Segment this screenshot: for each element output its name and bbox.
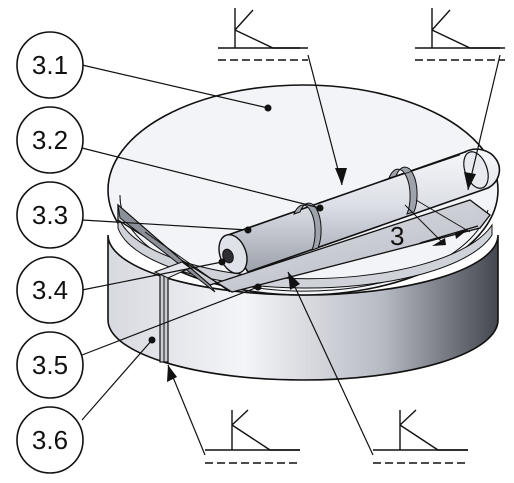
dimension-label: 3 (390, 221, 404, 251)
callout-3-6: 3.6 (16, 406, 84, 474)
dot-3-2 (316, 204, 324, 212)
callout-3-4: 3.4 (16, 256, 84, 324)
dot-3-4 (218, 258, 226, 266)
dot-3-3 (244, 226, 252, 234)
arrowheads (167, 168, 476, 382)
leader-top-middle (307, 54, 343, 186)
callout-3-4-label: 3.4 (32, 275, 68, 305)
surface-finish-symbol-top-right (415, 8, 505, 61)
leader-3-6 (81, 339, 153, 421)
leader-top-right (467, 54, 501, 191)
leader-lines (81, 54, 501, 456)
callout-3-2: 3.2 (16, 106, 84, 174)
dimension-extension-2 (415, 199, 471, 233)
leader-bottom-right (287, 271, 374, 456)
groove-wall (117, 203, 216, 293)
callout-3-6-label: 3.6 (32, 425, 68, 455)
surface-finish-symbol-bottom-left (205, 409, 300, 464)
callout-3-5-label: 3.5 (32, 350, 68, 380)
leader-3-2 (81, 147, 321, 209)
dot-3-6 (148, 336, 156, 344)
leader-dots (148, 104, 324, 344)
leader-3-5 (81, 286, 259, 356)
dimension-extension-1 (404, 204, 446, 246)
callout-3-1-label: 3.1 (32, 50, 68, 80)
arrowhead-bottom-right (288, 272, 300, 290)
surface-finish-symbol-bottom-right (373, 409, 468, 464)
shaft-seam (317, 154, 461, 204)
dimension-arrow-1 (432, 238, 446, 246)
disc-side-wall (107, 234, 499, 381)
callout-3-3-label: 3.3 (32, 200, 68, 230)
groove-edge (144, 231, 231, 293)
leader-3-1 (81, 64, 269, 109)
arrowhead-bottom-left (167, 365, 177, 382)
shaft-center-hole (222, 248, 234, 264)
shaft (218, 148, 501, 275)
dimension-3: 3 (390, 199, 479, 251)
dot-3-1 (264, 104, 272, 112)
callout-3-5: 3.5 (16, 331, 84, 399)
surface-finish-symbol-top-middle (218, 8, 308, 61)
leader-bottom-left (167, 364, 206, 456)
shaft-groove-1 (293, 202, 322, 251)
dot-3-5 (254, 283, 262, 291)
leader-3-3 (81, 219, 249, 231)
shaft-groove-2 (388, 166, 418, 215)
callout-3-2-label: 3.2 (32, 125, 68, 155)
shaft-body (223, 148, 501, 273)
arrowhead-top-right (464, 172, 476, 190)
surface-symbols (205, 8, 505, 464)
disc-inner-rim (119, 194, 489, 292)
dimension-arrow-2 (455, 228, 470, 239)
callout-3-3: 3.3 (16, 181, 84, 249)
callout-bubbles: 3.1 3.2 3.3 3.4 3.5 3.6 (16, 31, 84, 474)
callout-3-1: 3.1 (16, 31, 84, 99)
leader-3-4 (81, 261, 223, 291)
arrowhead-top-middle (335, 168, 347, 185)
